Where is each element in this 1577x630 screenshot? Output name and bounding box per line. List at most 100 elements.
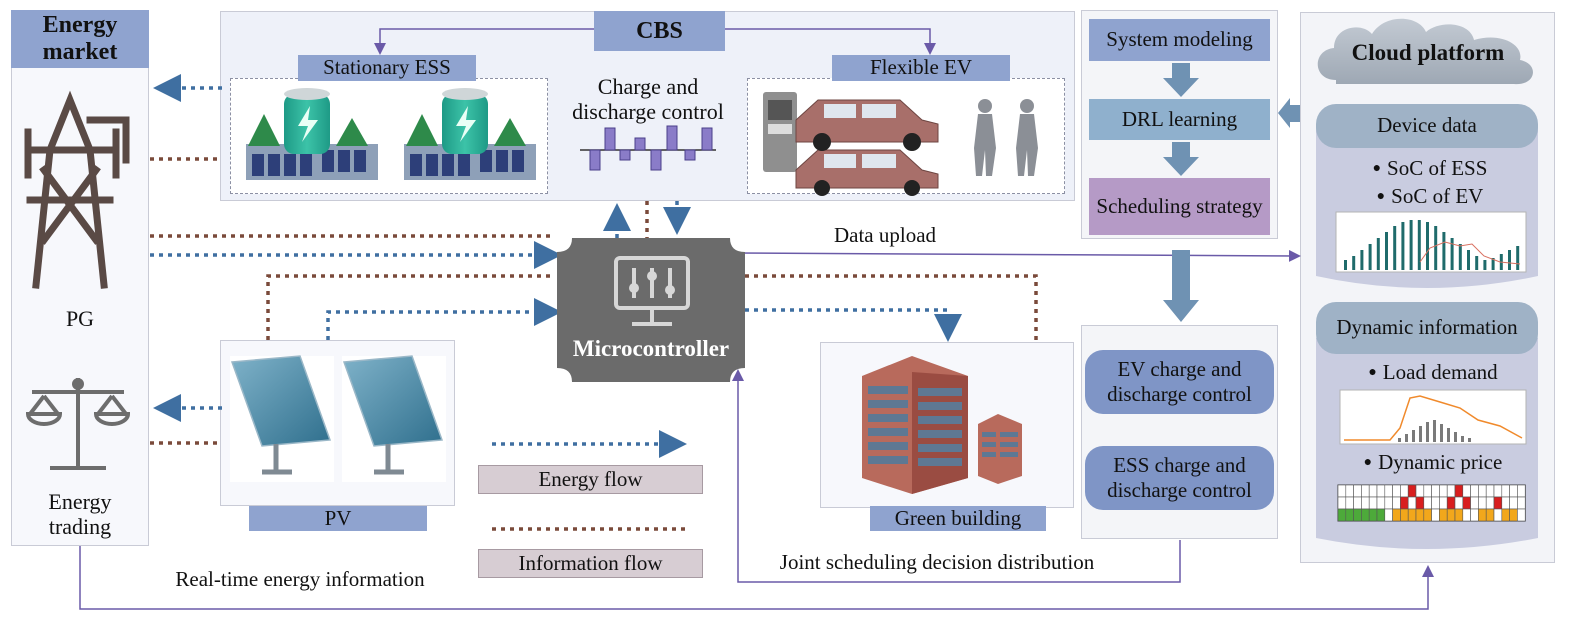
- price-cell: [1407, 496, 1417, 510]
- price-cell: [1400, 484, 1409, 498]
- solar-panel-icon: [230, 355, 446, 482]
- legend-information-flow-text: Information flow: [518, 550, 663, 575]
- price-cell: [1392, 508, 1401, 522]
- price-cell: [1485, 484, 1495, 498]
- price-cell: [1368, 496, 1378, 510]
- price-cell: [1431, 496, 1440, 510]
- soc-bar: [1401, 222, 1405, 270]
- stationary-ess-label: Stationary ESS: [298, 55, 476, 81]
- soc-bar: [1376, 238, 1380, 270]
- system-modeling-step: System modeling: [1089, 19, 1270, 61]
- pg-label-text: PG: [65, 305, 95, 331]
- price-cell: [1478, 496, 1487, 510]
- price-cell: [1485, 508, 1495, 522]
- soc-bar: [1368, 244, 1372, 270]
- cloud-platform-title: Cloud platform: [1320, 36, 1536, 70]
- price-cell: [1478, 508, 1487, 522]
- price-cell: [1368, 508, 1378, 522]
- soc-bar: [1442, 232, 1446, 270]
- cloud-shape: [1317, 18, 1533, 85]
- data-upload-label-text: Data upload: [833, 223, 937, 248]
- price-cell: [1384, 508, 1393, 522]
- device-data-header: Device data: [1316, 104, 1538, 148]
- price-cell: [1400, 496, 1409, 510]
- real-time-info-label-text: Real-time energy information: [175, 567, 425, 592]
- load-bar: [1454, 432, 1457, 442]
- drl-learning-text: DRL learning: [1121, 106, 1238, 131]
- price-cell: [1509, 496, 1518, 510]
- cbs-title-text: CBS: [636, 17, 683, 44]
- price-cell: [1478, 484, 1487, 498]
- information-flow-lines: [150, 157, 1038, 445]
- price-cell: [1361, 508, 1370, 522]
- price-cell: [1517, 496, 1526, 510]
- price-cell: [1353, 508, 1362, 522]
- price-cell: [1517, 484, 1526, 498]
- dynamic-info-header-text: Dynamic information: [1336, 315, 1518, 340]
- soc-bar: [1409, 220, 1413, 270]
- price-cell: [1493, 496, 1503, 510]
- charge-discharge-label-text: Charge and discharge control: [572, 74, 724, 124]
- soc-ev-text: SoC of EV: [1391, 184, 1484, 209]
- price-cell: [1361, 484, 1370, 498]
- price-cell: [1415, 508, 1425, 522]
- price-cell: [1454, 484, 1464, 498]
- price-cell: [1470, 508, 1479, 522]
- price-cell: [1470, 484, 1479, 498]
- ev-control-pill: EV charge and discharge control: [1085, 350, 1274, 414]
- price-cell: [1462, 484, 1471, 498]
- energy-trading-label: Energy trading: [26, 486, 134, 544]
- drl-learning-step: DRL learning: [1089, 99, 1270, 140]
- load-demand-text: Load demand: [1382, 360, 1498, 385]
- price-grid: [1337, 484, 1526, 522]
- load-bar: [1426, 422, 1429, 442]
- price-cell: [1431, 508, 1440, 522]
- price-cell: [1392, 496, 1401, 510]
- power-tower-icon: [24, 90, 130, 289]
- price-cell: [1423, 508, 1432, 522]
- price-cell: [1439, 484, 1448, 498]
- soc-bar: [1483, 260, 1487, 270]
- price-cell: [1470, 496, 1479, 510]
- joint-scheduling-line: [732, 369, 1181, 583]
- load-bar: [1440, 424, 1443, 442]
- price-cell: [1376, 508, 1386, 522]
- load-bar: [1398, 438, 1401, 442]
- bullet-icon: ●: [1372, 161, 1382, 177]
- price-cell: [1446, 484, 1456, 498]
- price-cell: [1392, 484, 1401, 498]
- scale-icon: [25, 378, 131, 470]
- price-cell: [1376, 496, 1386, 510]
- soc-bar: [1385, 232, 1388, 270]
- price-cell: [1485, 496, 1495, 510]
- soc-bar-chart: [1344, 220, 1520, 270]
- price-cell: [1353, 484, 1362, 498]
- ev-charging-station-icon: [754, 84, 950, 196]
- charge-discharge-pulse-icon: [580, 125, 716, 171]
- price-cell: [1493, 484, 1503, 498]
- cloud-platform-title-text: Cloud platform: [1351, 40, 1505, 66]
- ess-control-pill: ESS charge and discharge control: [1085, 446, 1274, 510]
- bullet-icon: ●: [1363, 455, 1373, 471]
- dynamic-price-text: Dynamic price: [1378, 450, 1503, 475]
- pv-label-text: PV: [324, 505, 352, 530]
- dynamic-price-item: ● Dynamic price: [1340, 450, 1526, 476]
- load-bar: [1461, 436, 1464, 442]
- price-cell: [1368, 484, 1378, 498]
- data-upload-line: [734, 249, 1301, 262]
- scheduling-strategy-step: Scheduling strategy: [1089, 178, 1270, 235]
- soc-ess-text: SoC of ESS: [1387, 156, 1488, 181]
- energy-flow-lines: [150, 74, 962, 422]
- legend-energy-flow-text: Energy flow: [538, 466, 643, 491]
- load-bar: [1412, 430, 1415, 442]
- real-time-info-label: Real-time energy information: [140, 566, 460, 594]
- price-cell: [1439, 496, 1448, 510]
- soc-bar: [1491, 258, 1495, 270]
- price-cell: [1376, 484, 1386, 498]
- joint-scheduling-label: Joint scheduling decision distribution: [740, 549, 1134, 577]
- price-cell: [1439, 508, 1448, 522]
- drl-flow-arrows: [1163, 63, 1300, 322]
- device-data-card: [1316, 124, 1538, 288]
- price-cell: [1415, 496, 1425, 510]
